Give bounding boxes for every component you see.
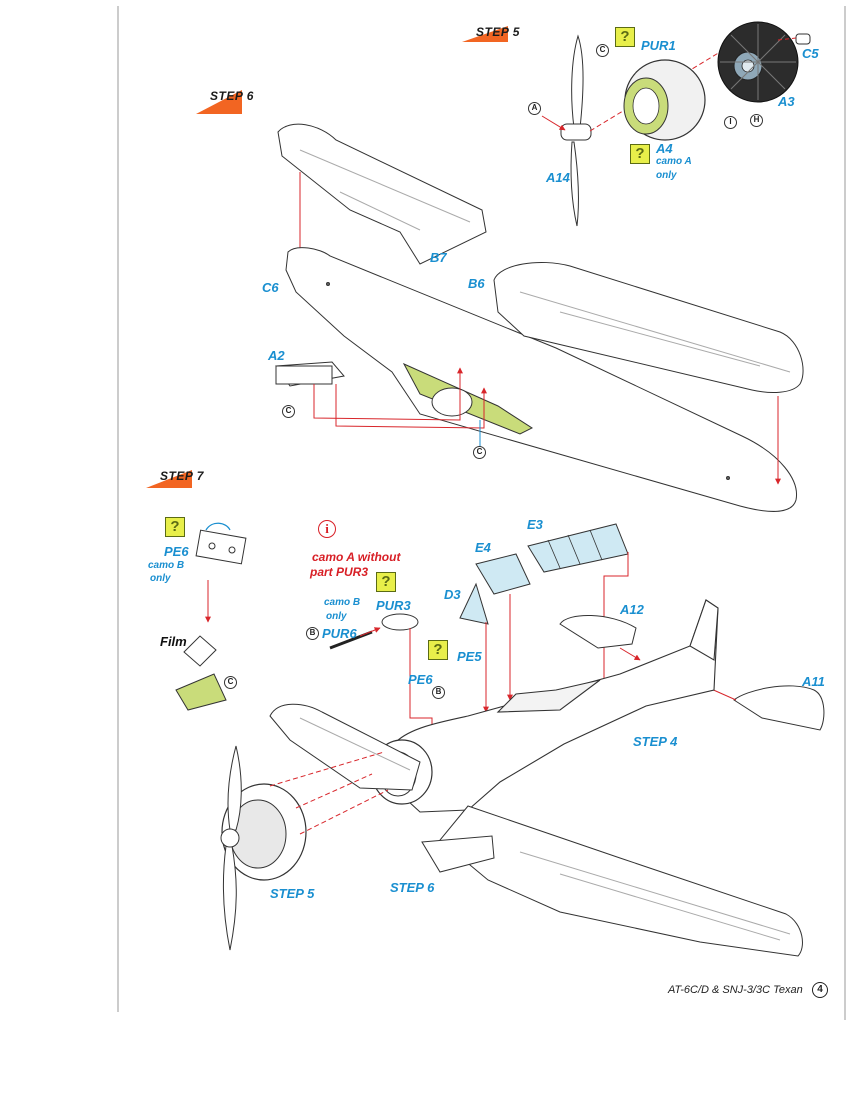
- glue-badge-c: C: [596, 44, 609, 57]
- label-pur6: PUR6: [322, 626, 357, 641]
- label-step5-ref: STEP 5: [270, 886, 315, 901]
- label-a3: A3: [778, 94, 795, 109]
- glue-badge-c: C: [224, 676, 237, 689]
- question-icon: ?: [630, 144, 650, 164]
- glue-badge-h: H: [750, 114, 763, 127]
- engine-assembly-step5: [220, 745, 307, 951]
- label-a14: A14: [546, 170, 570, 185]
- assembly-arrow-a: [541, 115, 566, 131]
- wheel-well-insert: [402, 362, 534, 435]
- label-film: Film: [160, 634, 187, 649]
- stabilizer-a12: [559, 615, 637, 649]
- canopy-e4: [475, 553, 531, 595]
- label-b6: B6: [468, 276, 485, 291]
- label-a4: A4: [656, 141, 673, 156]
- step-banner-shape: [462, 26, 508, 42]
- wing-upper-left-b7: [277, 123, 487, 265]
- step-5-label: STEP 5: [476, 25, 520, 39]
- glue-badge-a: A: [528, 102, 541, 115]
- label-a4-note-1: camo A: [656, 156, 692, 167]
- film-mounted: [175, 673, 227, 711]
- label-pe6-note-2: only: [150, 573, 171, 584]
- label-c6: C6: [262, 280, 279, 295]
- info-icon: i: [318, 520, 336, 538]
- assembly-arrow-pur6: [359, 627, 381, 637]
- warning-line-2: part PUR3: [310, 565, 369, 579]
- label-pur3-note-1: camo B: [324, 597, 361, 608]
- assembly-arrow-a2b: [335, 384, 487, 429]
- assembly-arrow-a12: [619, 647, 641, 661]
- part-c5: [795, 33, 811, 45]
- glue-badge-b: B: [306, 627, 319, 640]
- label-pe6-b: PE6: [408, 672, 433, 687]
- warning-line-1: camo A without: [312, 550, 401, 564]
- question-icon: ?: [615, 27, 635, 47]
- rotate-arrow: [205, 522, 231, 531]
- step-7-label: STEP 7: [160, 469, 204, 483]
- page-number: 4: [812, 982, 828, 998]
- wing-lower-c6: [285, 247, 797, 512]
- part-d3: [459, 582, 489, 625]
- label-step4-ref: STEP 4: [633, 734, 678, 749]
- label-pe6-note-1: camo B: [148, 560, 185, 571]
- question-icon: ?: [428, 640, 448, 660]
- part-a2: [275, 361, 345, 387]
- glue-badge-b: B: [432, 686, 445, 699]
- label-pur3-note-2: only: [326, 611, 347, 622]
- wing-left: [269, 703, 421, 791]
- assembly-line-c5: [777, 37, 797, 41]
- label-step6-ref: STEP 6: [390, 880, 435, 895]
- label-a12: A12: [620, 602, 644, 617]
- label-e3: E3: [527, 517, 543, 532]
- engine-a3: [717, 21, 799, 103]
- footer-title: AT-6C/D & SNJ-3/3C Texan: [668, 984, 803, 996]
- assembly-lines-step5: [269, 751, 389, 835]
- glue-badge-c: C: [473, 446, 486, 459]
- propeller-a14: [560, 34, 592, 227]
- label-c5: C5: [802, 46, 819, 61]
- stabilizer-a11: [733, 685, 825, 731]
- canopy-e3: [527, 523, 629, 573]
- film-sheet: [183, 635, 217, 667]
- landing-gear-cover: [421, 835, 495, 873]
- step-banner-shape: [146, 470, 192, 488]
- step-7-banner: STEP 7: [146, 466, 206, 488]
- step-5-banner: STEP 5: [462, 22, 522, 42]
- wing-right: [439, 805, 803, 957]
- label-e4: E4: [475, 540, 491, 555]
- label-a2: A2: [268, 348, 285, 363]
- part-pur6-gun: [329, 630, 373, 650]
- photo-etch-pe6-sheet: [195, 529, 247, 565]
- label-pe6: PE6: [164, 544, 189, 559]
- wing-upper-right-b6: [493, 261, 804, 393]
- label-a4-note-2: only: [656, 170, 677, 181]
- question-icon: ?: [376, 572, 396, 592]
- assembly-arrow-a2a: [313, 367, 463, 421]
- label-pur3: PUR3: [376, 598, 411, 613]
- label-a11: A11: [802, 674, 825, 689]
- glue-badge-c: C: [282, 405, 295, 418]
- label-b7: B7: [430, 250, 447, 265]
- label-pur1: PUR1: [641, 38, 676, 53]
- step-6-banner: STEP 6: [196, 86, 256, 114]
- glue-badge-i: I: [724, 116, 737, 129]
- label-pe5: PE5: [457, 649, 482, 664]
- question-icon: ?: [165, 517, 185, 537]
- fuselage: [395, 599, 719, 813]
- step-banner-shape: [196, 90, 242, 114]
- step-6-label: STEP 6: [210, 89, 254, 103]
- label-d3: D3: [444, 587, 461, 602]
- part-pur3-fairing: [381, 613, 419, 631]
- cowling-pur1: [623, 59, 706, 141]
